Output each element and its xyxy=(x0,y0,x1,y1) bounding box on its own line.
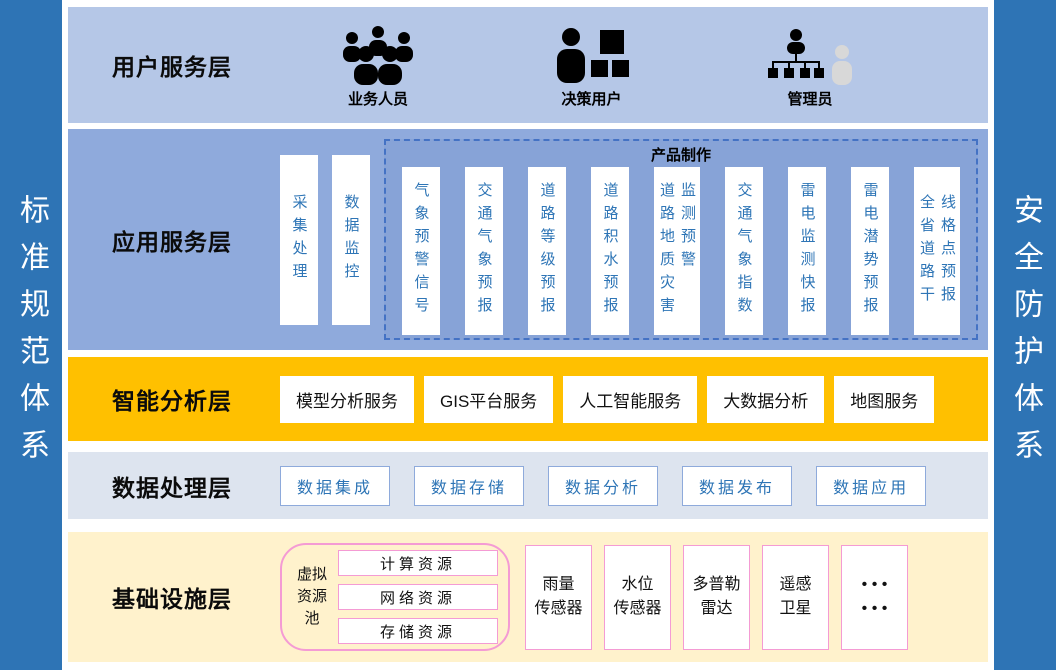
users-group-icon xyxy=(343,25,413,85)
product-card-label: 雷电潜势预报 xyxy=(861,182,879,320)
admin-org-icon xyxy=(768,28,852,85)
app-card-label: 采集处理 xyxy=(290,193,308,286)
product-card: 雷电潜势预报 xyxy=(851,167,889,335)
device-label: 雨量 传感器 xyxy=(534,576,583,617)
product-card-label: 气象预警信号 xyxy=(412,182,430,320)
right-pillar: 安全防护体系 xyxy=(994,0,1056,670)
data-card: 数据应用 xyxy=(816,465,927,506)
data-cards: 数据集成 数据存储 数据分析 数据发布 数据应用 xyxy=(280,465,940,506)
product-card: 雷电监测快报 xyxy=(788,167,826,335)
layer-title: 应用服务层 xyxy=(112,228,232,255)
layer-data-processing: 数据处理层 数据集成 数据存储 数据分析 数据发布 数据应用 xyxy=(68,452,988,519)
right-pillar-label: 安全防护体系 xyxy=(1009,194,1042,476)
layer-title: 数据处理层 xyxy=(112,474,232,501)
product-card: 交通气象预报 xyxy=(465,167,503,335)
layer-user-service: 用户服务层 业务人员 xyxy=(68,7,988,123)
analysis-card: GIS平台服务 xyxy=(424,375,554,423)
product-cards: 气象预警信号 交通气象预报 道路等级预报 道路积水预报 道路地质灾害 监测预警 … xyxy=(386,165,976,335)
role-label: 决策用户 xyxy=(561,90,622,108)
product-card-label: 道路积水预报 xyxy=(601,182,619,320)
app-card-label: 数据监控 xyxy=(342,193,360,286)
data-card: 数据发布 xyxy=(682,465,793,506)
device-card: 水位 传感器 xyxy=(604,544,671,650)
analysis-card: 地图服务 xyxy=(834,375,935,423)
device-label: 多普勒 雷达 xyxy=(692,576,741,617)
left-pillar-label: 标准规范体系 xyxy=(15,194,48,476)
app-card: 数据监控 xyxy=(332,154,370,325)
layers-stack: 用户服务层 业务人员 xyxy=(68,0,988,670)
product-card: 交通气象指数 xyxy=(725,167,763,335)
product-card-label: 交通气象预报 xyxy=(475,182,493,320)
product-card-label: 全省道路干 线格点预报 xyxy=(918,193,956,309)
product-card: 道路等级预报 xyxy=(528,167,566,335)
device-cards: 雨量 传感器 水位 传感器 多普勒 雷达 遥感 卫星 • • • • • • xyxy=(525,544,908,650)
layer-title: 基础设施层 xyxy=(112,586,232,612)
decision-user-icon xyxy=(556,27,629,83)
device-label: 水位 传感器 xyxy=(613,576,662,617)
product-card-label: 道路等级预报 xyxy=(538,182,556,320)
analysis-card: 人工智能服务 xyxy=(563,375,698,423)
virtual-resource-pool: 虚拟资源池 计算资源 网络资源 存储资源 xyxy=(280,543,510,651)
device-card: 雨量 传感器 xyxy=(525,544,592,650)
analysis-cards: 模型分析服务 GIS平台服务 人工智能服务 大数据分析 地图服务 xyxy=(280,375,935,423)
app-card: 采集处理 xyxy=(280,154,318,325)
pool-items: 计算资源 网络资源 存储资源 xyxy=(338,550,498,644)
app-cards-area: 采集处理 数据监控 产品制作 气象预警信号 交通气象预报 道路等级预报 道路积水… xyxy=(280,129,988,350)
product-card-label: 雷电监测快报 xyxy=(798,182,816,320)
role-label: 业务人员 xyxy=(347,90,408,108)
data-card: 数据存储 xyxy=(414,465,525,506)
device-label: 遥感 卫星 xyxy=(779,576,812,617)
product-card-label: 道路地质灾害 监测预警 xyxy=(658,182,696,320)
product-card: 全省道路干 线格点预报 xyxy=(914,167,960,335)
analysis-card: 大数据分析 xyxy=(707,375,825,423)
role-administrator: 管理员 xyxy=(762,28,858,109)
infra-content: 虚拟资源池 计算资源 网络资源 存储资源 雨量 传感器 水位 传感器 多普勒 雷… xyxy=(280,543,988,651)
product-card: 气象预警信号 xyxy=(402,167,440,335)
left-pillar: 标准规范体系 xyxy=(0,0,62,670)
layer-title: 用户服务层 xyxy=(112,54,232,80)
product-card: 道路地质灾害 监测预警 xyxy=(654,167,700,335)
pool-label: 虚拟资源池 xyxy=(296,566,327,627)
device-card: 遥感 卫星 xyxy=(762,544,829,650)
pool-item: 网络资源 xyxy=(338,584,498,610)
product-card-label: 交通气象指数 xyxy=(735,182,753,320)
product-box: 产品制作 气象预警信号 交通气象预报 道路等级预报 道路积水预报 道路地质灾害 … xyxy=(384,139,978,340)
layer-infrastructure: 基础设施层 虚拟资源池 计算资源 网络资源 存储资源 雨量 传感器 水位 传感器… xyxy=(68,532,988,662)
role-decision-users: 决策用户 xyxy=(552,26,632,109)
device-card: 多普勒 雷达 xyxy=(683,544,750,650)
analysis-card: 模型分析服务 xyxy=(280,375,414,423)
layer-intelligent-analysis: 智能分析层 模型分析服务 GIS平台服务 人工智能服务 大数据分析 地图服务 xyxy=(68,357,988,441)
pool-item: 计算资源 xyxy=(338,550,498,576)
ellipsis-dots: • • • • • • xyxy=(861,576,888,617)
role-business-users: 业务人员 xyxy=(335,24,421,109)
product-card: 道路积水预报 xyxy=(591,167,629,335)
data-card: 数据集成 xyxy=(280,465,391,506)
pool-item: 存储资源 xyxy=(338,618,498,644)
role-label: 管理员 xyxy=(787,90,833,108)
data-card: 数据分析 xyxy=(548,465,659,506)
layer-application-service: 应用服务层 采集处理 数据监控 产品制作 气象预警信号 交通气象预报 道路等级预… xyxy=(68,129,988,350)
layer-title: 智能分析层 xyxy=(112,388,232,414)
user-roles: 业务人员 决策用户 xyxy=(280,16,988,115)
device-card-ellipsis: • • • • • • xyxy=(841,544,908,650)
product-box-title: 产品制作 xyxy=(650,147,711,164)
